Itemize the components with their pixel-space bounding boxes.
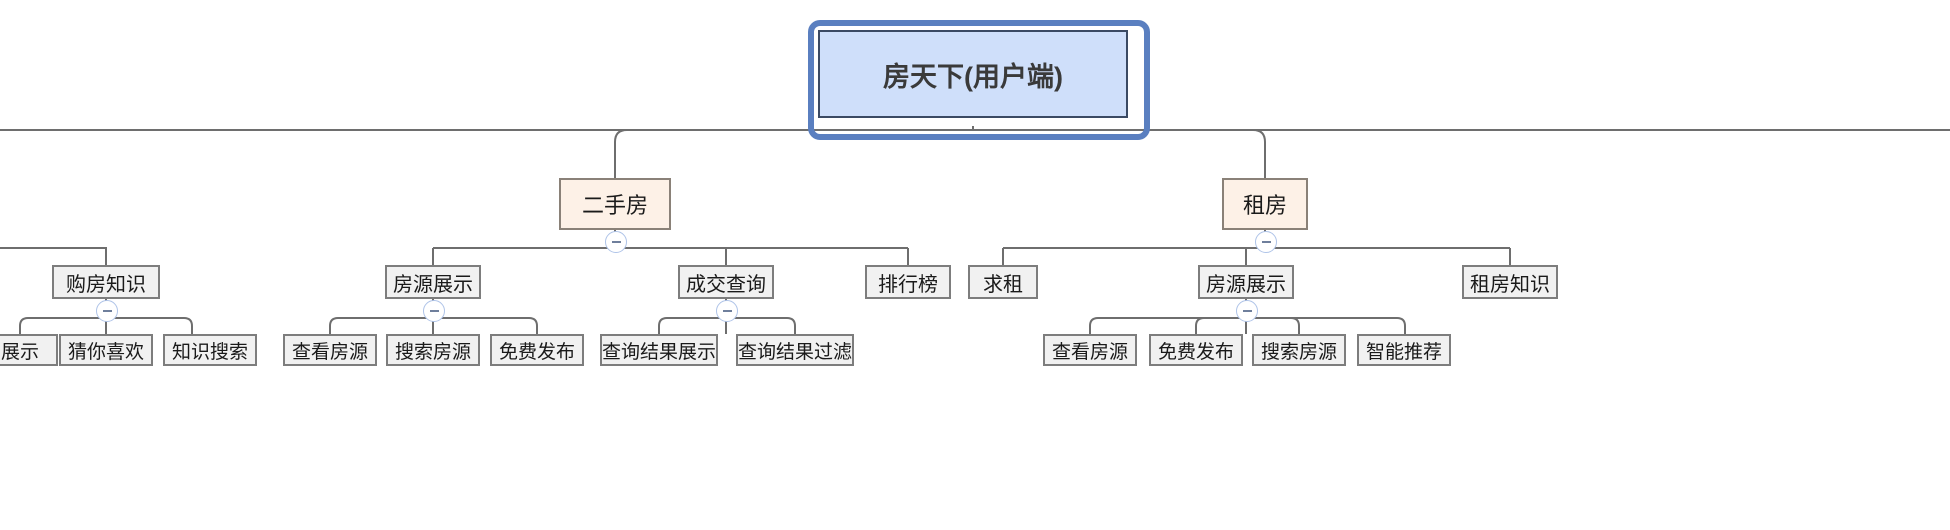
- collapse-toggle-ershoufang[interactable]: [605, 231, 627, 253]
- collapse-minus-icon: [1242, 310, 1252, 312]
- leaf-mianfeifabu-ershoufang[interactable]: 免费发布: [490, 334, 584, 366]
- leaf-cainixihuan[interactable]: 猜你喜欢: [59, 334, 153, 366]
- leaf-chakanfangyuan-zufang[interactable]: 查看房源: [1043, 334, 1137, 366]
- collapse-toggle-fangyuanzhanshi-zufang[interactable]: [1236, 300, 1258, 322]
- collapse-minus-icon: [429, 310, 439, 312]
- root-node-frame: [808, 20, 1150, 140]
- root-node-fangtianxia[interactable]: 房天下(用户端): [818, 30, 1128, 118]
- leaf-zhishisousuo[interactable]: 知识搜索: [163, 334, 257, 366]
- node-chengjiaochaxun[interactable]: 成交查询: [678, 265, 774, 299]
- leaf-chaxunjieguoguolv[interactable]: 查询结果过滤: [736, 334, 854, 366]
- node-ershoufang[interactable]: 二手房: [559, 178, 671, 230]
- leaf-chakanfangyuan-ershoufang[interactable]: 查看房源: [283, 334, 377, 366]
- leaf-mianfeifabu-zufang[interactable]: 免费发布: [1149, 334, 1243, 366]
- node-zufang[interactable]: 租房: [1222, 178, 1308, 230]
- node-paihangbang[interactable]: 排行榜: [865, 265, 951, 299]
- collapse-toggle-goufangzhishi[interactable]: [96, 300, 118, 322]
- leaf-sousuofangyuan-zufang[interactable]: 搜索房源: [1252, 334, 1346, 366]
- collapse-toggle-fangyuanzhanshi-ershoufang[interactable]: [423, 300, 445, 322]
- leaf-chaxunjieguozhanshi[interactable]: 查询结果展示: [600, 334, 718, 366]
- leaf-zhinengtuijian[interactable]: 智能推荐: [1357, 334, 1451, 366]
- node-qiuzu[interactable]: 求租: [968, 265, 1038, 299]
- collapse-toggle-chengjiaochaxun[interactable]: [716, 300, 738, 322]
- node-zufangzhishi[interactable]: 租房知识: [1462, 265, 1558, 299]
- collapse-minus-icon: [102, 310, 112, 312]
- node-goufangzhishi[interactable]: 购房知识: [52, 265, 160, 299]
- node-fangyuanzhanshi-ershoufang[interactable]: 房源展示: [385, 265, 481, 299]
- node-fangyuanzhanshi-zufang[interactable]: 房源展示: [1198, 265, 1294, 299]
- leaf-sousuofangyuan-ershoufang[interactable]: 搜索房源: [386, 334, 480, 366]
- leaf-zhanshi[interactable]: 展示: [0, 334, 58, 366]
- collapse-minus-icon: [611, 241, 621, 243]
- collapse-toggle-zufang[interactable]: [1255, 231, 1277, 253]
- collapse-minus-icon: [722, 310, 732, 312]
- collapse-minus-icon: [1261, 241, 1271, 243]
